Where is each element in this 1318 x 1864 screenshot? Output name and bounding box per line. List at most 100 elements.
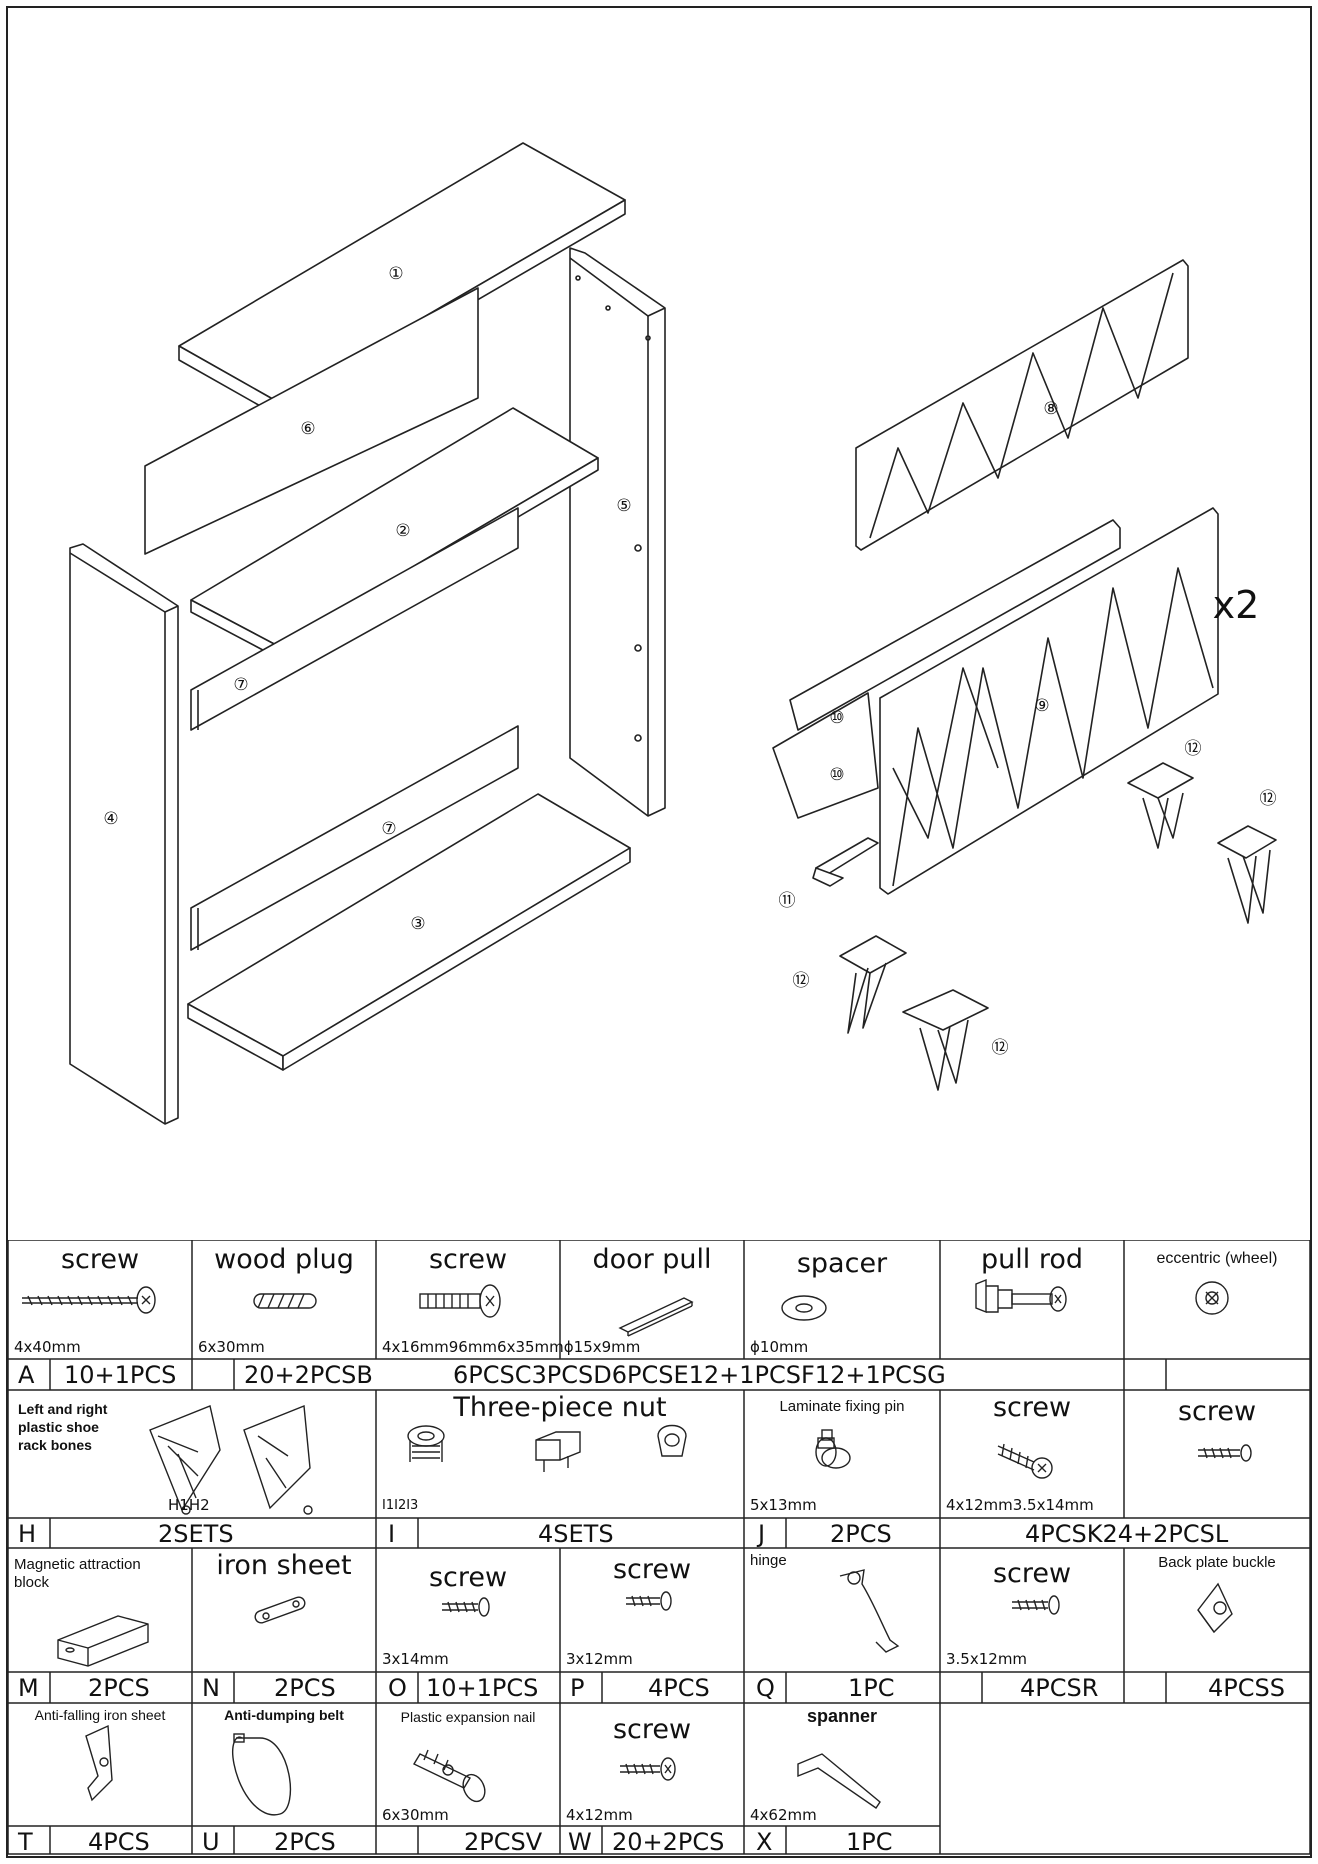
code-m: M bbox=[18, 1674, 39, 1702]
table-grid bbox=[8, 1240, 1310, 1855]
panel-3-bottom-shelf bbox=[187, 793, 631, 1071]
title-expansion-nail: Plastic expansion nail bbox=[400, 1709, 536, 1725]
eccentric-wheel-icon bbox=[1195, 1281, 1229, 1315]
qty-o: 10+1PCS bbox=[426, 1674, 539, 1702]
callout-9: ⑨ bbox=[1034, 696, 1049, 716]
title-spanner: spanner bbox=[806, 1706, 878, 1726]
callout-12-a: ⑫ bbox=[1185, 739, 1202, 759]
title-screw-p: screw bbox=[612, 1554, 692, 1585]
screw-3x12-icon bbox=[626, 1591, 672, 1611]
screw-icon bbox=[22, 1286, 156, 1314]
title-laminate-pin: Laminate fixing pin bbox=[779, 1398, 905, 1415]
callout-7-upper: ⑦ bbox=[233, 675, 248, 695]
title-wood-plug: wood plug bbox=[214, 1244, 354, 1275]
spacer-washer-icon bbox=[781, 1295, 827, 1321]
panel-7-upper-rail bbox=[190, 507, 519, 731]
title-screw-r: screw bbox=[992, 1558, 1072, 1589]
qty-j: 2PCS bbox=[830, 1520, 892, 1548]
dim-6x30: 6x30mm bbox=[198, 1338, 265, 1356]
leg-12-c bbox=[839, 935, 907, 1034]
callout-10-a: ⑩ bbox=[829, 708, 844, 728]
tapping-screw-icon bbox=[997, 1443, 1053, 1479]
dim-3x12: 3x12mm bbox=[566, 1650, 633, 1668]
callout-6: ⑥ bbox=[300, 419, 315, 439]
panel-6-back-panel bbox=[144, 287, 479, 555]
iron-sheet-icon bbox=[254, 1596, 306, 1624]
anti-dumping-belt-icon bbox=[232, 1733, 292, 1816]
title-pull-rod: pull rod bbox=[980, 1244, 1083, 1275]
code-x: X bbox=[756, 1828, 773, 1856]
bolt-screw-icon bbox=[419, 1284, 501, 1318]
title-anti-dumping-belt: Anti-dumping belt bbox=[224, 1707, 344, 1723]
label-shoe-rack-bones: Left and right plastic shoe rack bones bbox=[18, 1401, 108, 1453]
leg-12-a bbox=[1127, 762, 1194, 849]
qty-h: 2SETS bbox=[158, 1520, 234, 1548]
code-w: W bbox=[568, 1828, 592, 1856]
title-door-pull: door pull bbox=[592, 1244, 712, 1275]
callout-12-d: ⑫ bbox=[992, 1038, 1009, 1058]
title-hinge: hinge bbox=[750, 1552, 787, 1569]
anti-falling-sheet-icon bbox=[85, 1724, 113, 1802]
callout-8: ⑧ bbox=[1043, 399, 1058, 419]
shoe-rack-bone-icon bbox=[149, 1405, 313, 1515]
panel-8-small-door bbox=[855, 259, 1189, 551]
title-eccentric: eccentric (wheel) bbox=[1156, 1250, 1278, 1267]
qty-x: 1PC bbox=[846, 1828, 893, 1856]
qty-r: 4PCSR bbox=[1020, 1674, 1099, 1702]
code-u: U bbox=[202, 1828, 220, 1856]
screw-4x12-icon bbox=[620, 1757, 676, 1781]
qty-p: 4PCS bbox=[648, 1674, 710, 1702]
exploded-assembly-diagram: ① ② ③ ④ ⑤ ⑥ ⑦ ⑦ ⑧ ⑨ ⑩ ⑩ ⑪ ⑫ ⑫ ⑫ ⑫ x2 bbox=[69, 142, 1277, 1125]
qty-i: 4SETS bbox=[538, 1520, 614, 1548]
panel-4-left-side bbox=[69, 543, 179, 1125]
wood-plug-icon bbox=[253, 1293, 317, 1309]
qty-v: 2PCSV bbox=[464, 1828, 543, 1856]
expansion-nail-icon bbox=[413, 1749, 486, 1803]
three-piece-nut-icon bbox=[407, 1424, 687, 1472]
screw-3-5x12-icon bbox=[1012, 1595, 1060, 1615]
code-n: N bbox=[202, 1674, 220, 1702]
magnet-block-icon bbox=[57, 1615, 149, 1667]
panel-5-right-side bbox=[569, 247, 666, 817]
title-screw-l: screw bbox=[1177, 1396, 1257, 1427]
title-screw-a: screw bbox=[60, 1244, 140, 1275]
dim-3-5x12: 3.5x12mm bbox=[946, 1650, 1028, 1668]
dim-4x40: 4x40mm bbox=[14, 1338, 81, 1356]
callout-12-c: ⑫ bbox=[793, 971, 810, 991]
title-anti-falling-sheet: Anti-falling iron sheet bbox=[34, 1707, 166, 1723]
title-screw-k: screw bbox=[992, 1392, 1072, 1423]
callout-7-lower: ⑦ bbox=[381, 819, 396, 839]
dim-multi: 4x16mm96mm6x35mmϕ15x9mm bbox=[382, 1338, 641, 1356]
qty-c-to-g: 6PCSC3PCSD6PCSE12+1PCSF12+1PCSG bbox=[453, 1361, 946, 1389]
dim-10mm: ϕ10mm bbox=[750, 1338, 809, 1356]
panel-9-large-door bbox=[879, 507, 1219, 895]
title-three-piece-nut: Three-piece nut bbox=[453, 1392, 667, 1423]
code-a: A bbox=[18, 1361, 35, 1389]
dim-4x62: 4x62mm bbox=[750, 1806, 817, 1824]
qty-k-l: 4PCSK24+2PCSL bbox=[1025, 1520, 1229, 1548]
laminate-pin-icon bbox=[815, 1429, 851, 1469]
callout-3: ③ bbox=[410, 914, 425, 934]
qty-b: 20+2PCSB bbox=[244, 1361, 373, 1389]
code-h: H bbox=[18, 1520, 37, 1548]
callout-1: ① bbox=[388, 264, 403, 284]
screw-3x14-icon bbox=[442, 1597, 490, 1617]
qty-m: 2PCS bbox=[88, 1674, 150, 1702]
code-o: O bbox=[388, 1674, 407, 1702]
small-screw-icon bbox=[1198, 1444, 1252, 1462]
hinge-icon bbox=[839, 1569, 900, 1653]
door-pull-icon bbox=[618, 1297, 694, 1337]
title-iron-sheet: iron sheet bbox=[216, 1550, 352, 1581]
label-magnet-block: Magnetic attraction block bbox=[14, 1556, 141, 1591]
code-t: T bbox=[18, 1828, 33, 1856]
callout-2: ② bbox=[395, 521, 410, 541]
panel-10-pieces bbox=[772, 519, 1121, 819]
codes-h1h2: H1H2 bbox=[168, 1496, 210, 1514]
qty-n: 2PCS bbox=[274, 1674, 336, 1702]
code-j: J bbox=[758, 1520, 766, 1548]
page-frame bbox=[6, 6, 1312, 1858]
title-screw-c: screw bbox=[428, 1244, 508, 1275]
qty-u: 2PCS bbox=[274, 1828, 336, 1856]
dim-4x12-w: 4x12mm bbox=[566, 1806, 633, 1824]
